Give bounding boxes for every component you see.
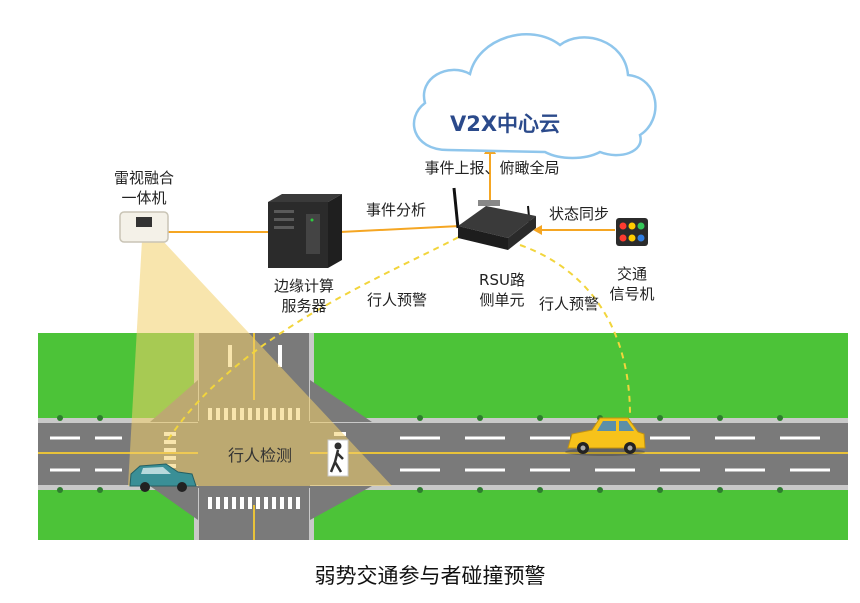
edge-server-label-line2: 服务器 xyxy=(281,297,327,315)
signal-label-line1: 交通 xyxy=(616,265,647,283)
state-sync-label: 状态同步 xyxy=(548,205,609,223)
detection-cone xyxy=(128,240,392,486)
pedestrian-icon xyxy=(327,439,349,477)
pedestrian-detection-label: 行人检测 xyxy=(228,446,293,465)
rsu-label-line1: RSU路 xyxy=(479,271,525,289)
cloud-shape xyxy=(412,33,657,160)
figure-caption: 弱势交通参与者碰撞预警 xyxy=(314,564,546,588)
teal-car-icon xyxy=(129,463,197,492)
dashed-warning-links xyxy=(167,231,631,441)
edge-server-label-line1: 边缘计算 xyxy=(273,277,334,295)
radar-label-line1: 雷视融合 xyxy=(113,169,174,187)
radar-device-icon xyxy=(119,211,169,243)
edge-server-icon xyxy=(268,194,342,268)
rsu-icon xyxy=(452,187,536,250)
cloud-label: V2X中心云 xyxy=(449,112,561,136)
event-analysis-label: 事件分析 xyxy=(365,201,426,219)
rsu-label: RSU路 侧单元 xyxy=(462,270,542,310)
signal-label-line2: 信号机 xyxy=(609,285,655,303)
curb-posts xyxy=(57,415,783,493)
rsu-label-line2: 侧单元 xyxy=(479,291,525,309)
yellow-car-icon xyxy=(565,417,646,456)
radar-label: 雷视融合 一体机 xyxy=(104,168,184,208)
pedestrian-warning-left-label: 行人预警 xyxy=(366,291,427,309)
traffic-signal-icon xyxy=(616,218,648,246)
solid-links xyxy=(168,150,615,233)
signal-label: 交通 信号机 xyxy=(600,264,664,304)
radar-label-line2: 一体机 xyxy=(121,189,167,207)
pedestrian-warning-right-label: 行人预警 xyxy=(538,295,599,313)
edge-server-label: 边缘计算 服务器 xyxy=(264,276,344,316)
event-report-label: 事件上报、俯瞰全局 xyxy=(424,159,560,177)
